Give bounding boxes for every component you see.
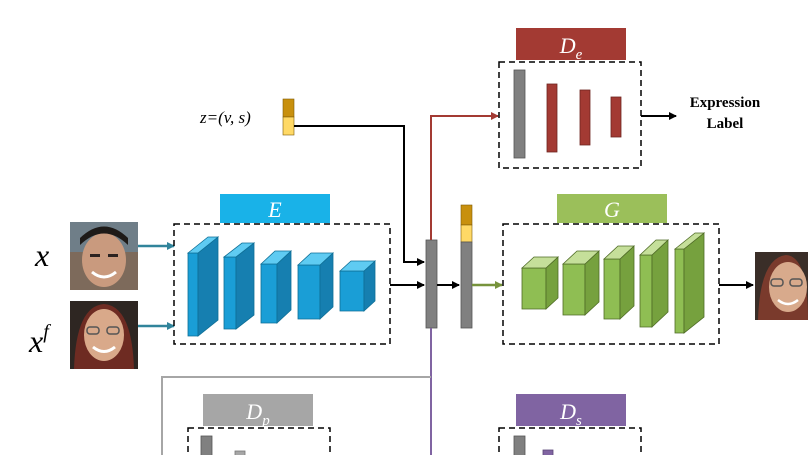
latent-feature-bar [425,239,438,329]
output-face-image [755,252,808,320]
line-feature-to-dp [161,376,431,455]
dp-box [187,427,331,455]
generator-title-bar [557,194,667,223]
encoder-layer-4 [296,252,335,320]
arrow-feature-to-de [430,112,499,240]
encoder-layer-1 [186,236,220,337]
ds-layer-1 [542,449,554,455]
de-title-main: D [559,33,576,58]
dp-layer-1 [234,450,246,455]
encoder-layer-2 [222,242,256,330]
z-vector [282,98,295,136]
expression-label-line2: Label [707,116,744,132]
generator-layer-4 [638,239,670,328]
dp-title: Dp [245,399,270,429]
generator-layer-2 [561,250,601,316]
de-title-bar [516,28,626,60]
style-discriminator-module: Ds [498,394,642,455]
de-layer-1 [546,83,558,153]
input-xf-main: x [28,323,43,359]
ds-title: Ds [559,399,582,429]
de-layer-2 [579,89,591,146]
de-title-sub: e [576,47,583,63]
encoder-layer-5 [338,260,377,312]
expression-discriminator-module: De [498,28,642,169]
input-xf-sup: f [43,321,51,343]
encoder-title: E [267,197,282,222]
ds-input-bar [513,435,526,455]
de-input-bar [513,69,526,159]
encoder-layer-3 [259,250,293,324]
z-input-label: z=(v, s) [199,108,251,127]
ds-title-bar [516,394,626,426]
face-image-x [70,222,138,290]
generator-layer-5 [673,232,706,334]
ds-box [498,427,642,455]
ds-title-main: D [559,399,576,424]
input-x-label: x [34,237,49,273]
dp-title-main: D [245,399,262,424]
ds-title-sub: s [576,413,582,429]
de-title: De [559,33,583,63]
generator-title: G [604,197,620,222]
encoder-module: E [173,194,391,345]
encoder-title-bar [220,194,330,223]
dp-input-bar [200,435,213,455]
input-xf-label: xf [28,321,51,359]
dp-title-sub: p [261,413,270,429]
generator-module: G [502,194,720,345]
concat-vector [460,204,473,329]
arrow-z-to-feature [294,125,425,266]
dp-title-bar [203,394,313,426]
de-layer-3 [610,96,622,138]
pose-discriminator-module: Dp [187,394,331,455]
generator-layer-3 [602,245,636,320]
generator-layer-1 [520,256,560,310]
face-image-xf [70,301,138,369]
expression-label-line1: Expression [690,95,761,111]
